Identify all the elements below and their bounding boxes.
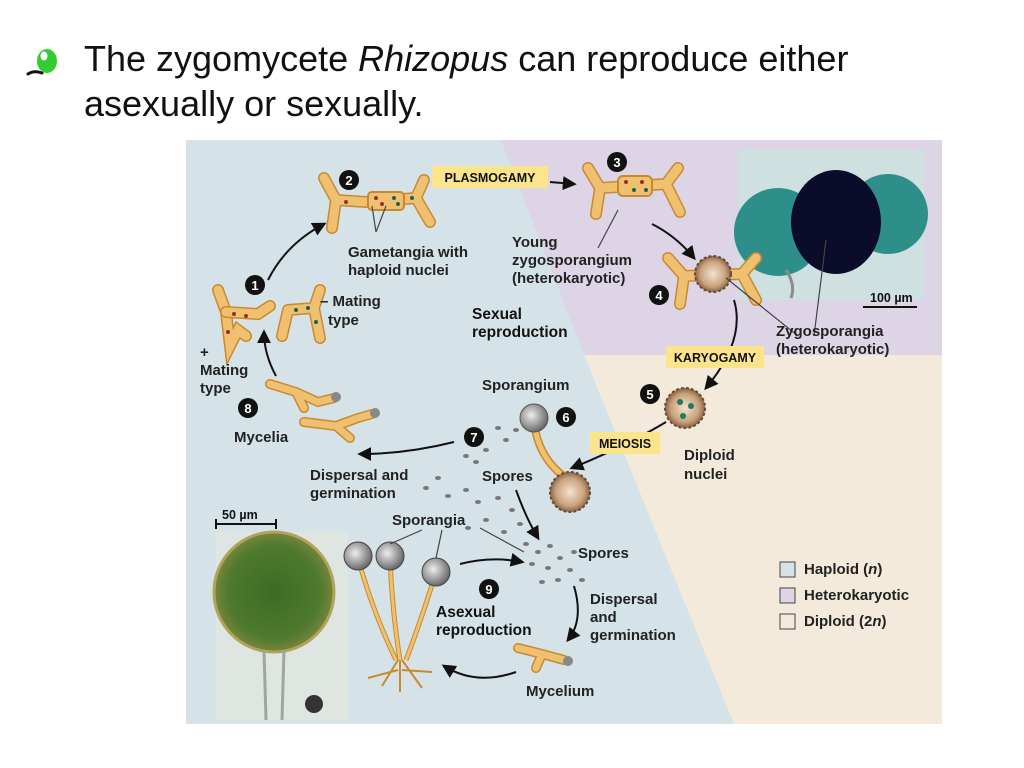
legend-swatch-hetero: [779, 587, 796, 604]
step-1-marker: 1: [245, 275, 265, 295]
zygosporangia-micrograph: [734, 150, 928, 300]
life-cycle-diagram: 100 µm 50 µm: [186, 140, 942, 724]
svg-text:1: 1: [251, 278, 258, 293]
young-zygosporangium: [662, 252, 762, 310]
mycelia-label: Mycelia: [234, 429, 289, 446]
mycelium-drawing: [513, 643, 573, 673]
slide-title: The zygomycete Rhizopus can reproduce ei…: [84, 38, 849, 124]
legend-diploid: Diploid (2n): [804, 613, 887, 630]
asexual-sporangia: [343, 541, 451, 692]
step-9-marker: 9: [479, 579, 499, 599]
mycelium-label: Mycelium: [526, 683, 594, 700]
diploid-zygosporangium: [664, 387, 706, 429]
step-7-marker: 7: [464, 427, 484, 447]
svg-text:4: 4: [655, 288, 663, 303]
diploid-region: [584, 355, 942, 724]
step-2-marker: 2: [339, 170, 359, 190]
step-8-marker: 8: [238, 398, 258, 418]
karyogamy-label: KARYOGAMY: [674, 351, 757, 365]
meiosis-label: MEIOSIS: [599, 437, 651, 451]
cycle-arrows: [257, 174, 738, 679]
spores-label-asexual: Spores: [578, 545, 629, 562]
spores-scatter: [423, 426, 523, 534]
legend-heterokaryotic: Heterokaryotic: [804, 587, 909, 604]
karyogamy-box: [666, 346, 764, 368]
plasmogamy-hyphae: [582, 162, 686, 220]
svg-text:8: 8: [244, 401, 251, 416]
step-4-marker: 4: [649, 285, 669, 305]
scale-label-50: 50 µm: [222, 508, 258, 522]
zygosporangia-label: Zygosporangia(heterokaryotic): [776, 323, 889, 358]
mating-hyphae: [212, 284, 326, 367]
plasmogamy-label: PLASMOGAMY: [445, 171, 537, 185]
svg-text:2: 2: [345, 173, 352, 188]
sporangium-label: Sporangium: [482, 377, 570, 394]
plasmogamy-box: [432, 166, 548, 188]
leader-lines: [371, 205, 827, 559]
sporangia-label: Sporangia: [392, 512, 466, 529]
svg-text:3: 3: [613, 155, 620, 170]
sporangium-micrograph: [212, 530, 348, 721]
gametangia-hyphae: [318, 172, 436, 234]
svg-text:9: 9: [485, 582, 492, 597]
legend-swatch-haploid: [779, 561, 796, 578]
svg-text:7: 7: [470, 430, 477, 445]
svg-text:6: 6: [562, 410, 569, 425]
spores-label-sexual: Spores: [482, 468, 533, 485]
step-3-marker: 3: [607, 152, 627, 172]
step-6-marker: 6: [556, 407, 576, 427]
meiosis-box: [590, 432, 660, 454]
mycelia-drawing: [265, 379, 380, 443]
legend-haploid: Haploid (n): [804, 561, 882, 578]
legend: Haploid (n) Heterokaryotic Diploid (2n): [779, 561, 909, 630]
germinating-zygospore: [519, 403, 591, 513]
asexual-spores: [523, 542, 585, 584]
bullet-icon: [22, 44, 66, 82]
step-5-marker: 5: [640, 384, 660, 404]
legend-swatch-diploid: [779, 613, 796, 630]
svg-text:5: 5: [646, 387, 653, 402]
life-cycle-figure: 100 µm 50 µm: [186, 140, 942, 724]
scale-label-100: 100 µm: [870, 291, 913, 305]
